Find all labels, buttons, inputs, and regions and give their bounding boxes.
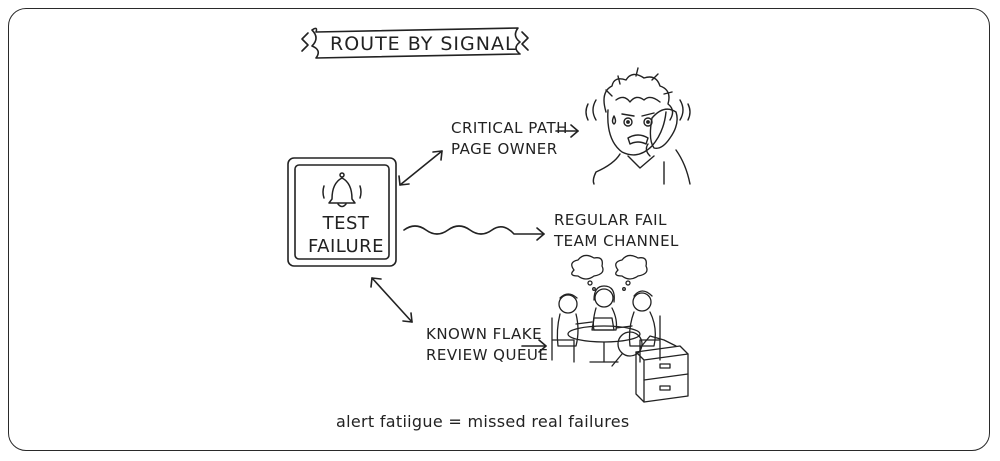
route-known-flake-line2: REVIEW QUEUE [426, 346, 549, 364]
route-regular-fail-line2: TEAM CHANNEL [554, 232, 679, 250]
arrow-critical-path [398, 150, 443, 186]
team-meeting-illustration [551, 254, 689, 403]
arrow-to-page-owner [555, 124, 579, 138]
route-regular-fail-line1: REGULAR FAIL [554, 211, 667, 229]
test-failure-label: TEST FAILURE [296, 212, 396, 258]
arrow-to-review-queue [521, 339, 547, 353]
arrow-regular-fail [403, 225, 545, 241]
test-failure-box [287, 157, 397, 267]
test-failure-line1: TEST [322, 213, 370, 234]
title-banner [301, 27, 529, 59]
caption: alert fatiigue = missed real failures [336, 412, 630, 431]
page-title: ROUTE BY SIGNAL [330, 33, 517, 55]
arrow-known-flake [370, 277, 413, 323]
route-known-flake-line1: KNOWN FLAKE [426, 325, 543, 343]
test-failure-line2: FAILURE [307, 236, 384, 257]
route-critical-path: CRITICAL PATH PAGE OWNER [451, 118, 568, 160]
bell-icon [322, 172, 362, 208]
route-critical-path-line2: PAGE OWNER [451, 140, 558, 158]
route-regular-fail: REGULAR FAIL TEAM CHANNEL [554, 210, 679, 252]
route-known-flake: KNOWN FLAKE REVIEW QUEUE [426, 324, 548, 366]
route-critical-path-line1: CRITICAL PATH [451, 119, 568, 137]
stressed-person-illustration [585, 67, 691, 185]
diagram-frame [8, 8, 990, 451]
